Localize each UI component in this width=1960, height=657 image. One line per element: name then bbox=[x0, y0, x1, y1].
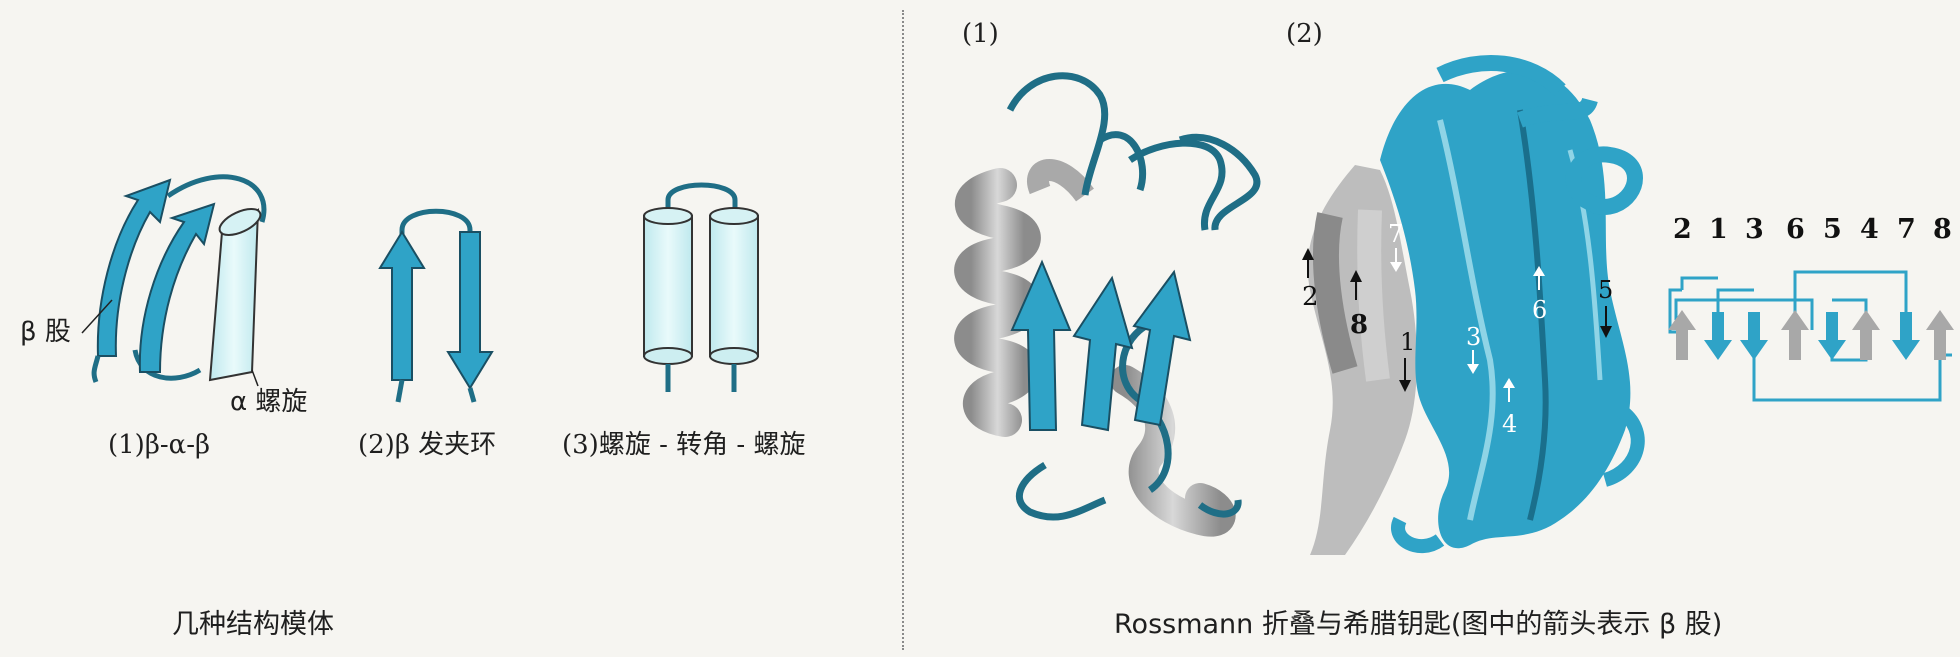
beta-strand-arrow bbox=[138, 202, 216, 373]
strand-marker-7: 7 bbox=[1388, 220, 1403, 272]
panel-2-label: (2) bbox=[1286, 19, 1323, 49]
strand-marker-2: 2 bbox=[1302, 248, 1319, 312]
beta-strand-up-arrow bbox=[378, 230, 426, 381]
svg-text:6: 6 bbox=[1786, 214, 1805, 245]
svg-text:7: 7 bbox=[1388, 220, 1403, 248]
motif-beta-hairpin bbox=[378, 208, 494, 403]
motif-3-label: (3)螺旋 - 转角 - 螺旋 bbox=[562, 430, 805, 460]
left-caption: 几种结构模体 bbox=[172, 609, 334, 640]
topology-strand-2 bbox=[1668, 310, 1696, 360]
topology-strand-5 bbox=[1818, 312, 1846, 360]
svg-text:5: 5 bbox=[1598, 276, 1613, 304]
beta-strand-down-arrow bbox=[446, 231, 494, 390]
right-caption: Rossmann 折叠与希腊钥匙(图中的箭头表示 β 股) bbox=[1114, 609, 1722, 640]
strand-marker-5: 5 bbox=[1598, 276, 1613, 338]
strand-marker-3: 3 bbox=[1466, 323, 1481, 374]
topology-strand-6 bbox=[1781, 310, 1809, 360]
svg-text:8: 8 bbox=[1933, 214, 1952, 245]
panel-1-label: (1) bbox=[962, 19, 999, 49]
alpha-helix-cylinder bbox=[208, 208, 262, 382]
svg-text:6: 6 bbox=[1532, 296, 1547, 324]
strand-marker-1: 1 bbox=[1399, 328, 1415, 392]
beta-strand-arrow bbox=[1010, 259, 1072, 431]
motif-1-label: (1)β-α-β bbox=[108, 430, 210, 460]
strand-marker-6: 6 bbox=[1532, 266, 1547, 324]
svg-text:2: 2 bbox=[1673, 214, 1692, 245]
topology-strand-3 bbox=[1740, 312, 1768, 360]
beta-strand-arrow bbox=[96, 178, 172, 357]
topology-strand-1 bbox=[1704, 312, 1732, 360]
svg-text:1: 1 bbox=[1709, 214, 1728, 245]
loop-ring bbox=[1565, 146, 1643, 216]
motif-beta-alpha-beta bbox=[81, 174, 267, 387]
alpha-helix-cylinder bbox=[709, 207, 759, 365]
topology-diagram: 2 1 3 6 5 4 7 8 bbox=[1668, 214, 1954, 402]
svg-text:8: 8 bbox=[1350, 310, 1368, 340]
greek-key-ribbon: 2 8 7 1 3 6 4 bbox=[1302, 55, 1645, 555]
beta-strand-arrow bbox=[1132, 269, 1192, 427]
svg-text:1: 1 bbox=[1400, 328, 1415, 356]
svg-text:2: 2 bbox=[1302, 282, 1319, 312]
topology-strand-7 bbox=[1892, 312, 1920, 360]
motif-helix-turn-helix bbox=[643, 182, 759, 392]
strand-marker-4: 4 bbox=[1502, 378, 1517, 438]
beta-strand-label: β 股 bbox=[20, 317, 71, 347]
svg-text:3: 3 bbox=[1745, 214, 1764, 245]
motif-2-label: (2)β 发夹环 bbox=[358, 430, 496, 460]
svg-text:5: 5 bbox=[1823, 214, 1842, 245]
svg-text:7: 7 bbox=[1897, 214, 1916, 245]
panel-divider bbox=[902, 10, 904, 650]
topology-order-labels: 2 1 3 6 5 4 7 8 bbox=[1673, 214, 1952, 245]
alpha-helix-cylinder bbox=[643, 207, 693, 365]
beta-strand-arrow bbox=[1072, 275, 1134, 432]
topology-strand-4 bbox=[1852, 310, 1880, 360]
alpha-helix-label: α 螺旋 bbox=[230, 387, 307, 417]
svg-text:3: 3 bbox=[1466, 323, 1481, 351]
rossmann-fold-ribbon bbox=[954, 72, 1261, 537]
strand-marker-8: 8 bbox=[1350, 270, 1368, 340]
svg-text:4: 4 bbox=[1502, 410, 1517, 438]
topology-strand-8 bbox=[1926, 310, 1954, 360]
svg-text:4: 4 bbox=[1860, 214, 1879, 245]
